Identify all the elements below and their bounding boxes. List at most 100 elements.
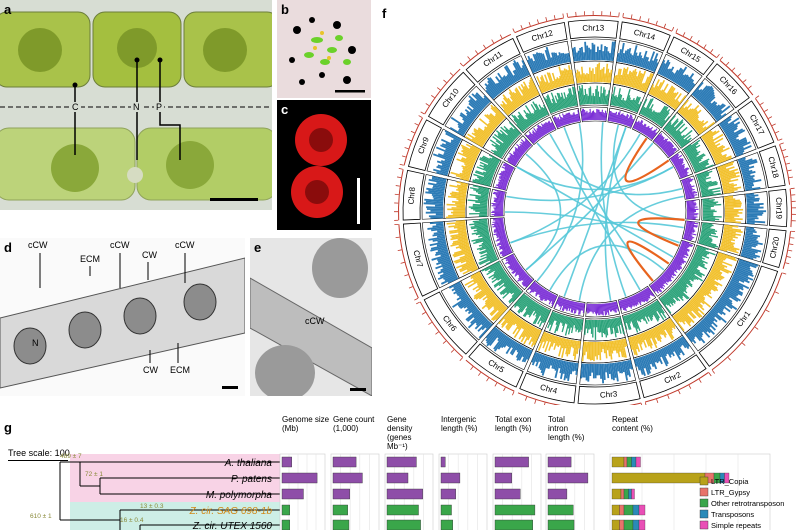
track-frame [509, 292, 552, 330]
track-bar [457, 123, 468, 131]
track-bar [616, 317, 622, 334]
track-bar [605, 94, 609, 105]
track-bar [679, 171, 689, 177]
track-bar [612, 96, 616, 106]
track-bar [576, 52, 579, 62]
scale-tick [525, 396, 528, 401]
track-bar [636, 73, 644, 90]
track-bar [724, 226, 733, 229]
track-bar [537, 332, 547, 351]
chromosome-box-chr14 [619, 21, 671, 52]
track-bar [493, 231, 506, 236]
track-bar [545, 46, 553, 67]
scale-tick [688, 384, 692, 389]
track-bar [643, 57, 650, 69]
track-frame [525, 280, 558, 309]
track-bar [518, 346, 527, 361]
legend-swatch [699, 498, 709, 508]
track-bar [566, 94, 571, 108]
track-bar [724, 217, 743, 221]
track-bar [675, 255, 684, 261]
track-bar [559, 119, 563, 127]
track-bar [607, 72, 611, 83]
track-bar [511, 100, 518, 109]
chromosome-box-chr2 [639, 354, 707, 399]
track-bar [496, 233, 506, 237]
track-bar [474, 178, 491, 185]
track-bar [619, 300, 623, 309]
track-bar [489, 139, 507, 152]
stat-bar [440, 519, 453, 530]
track-bar [492, 224, 505, 228]
track-bar [648, 110, 655, 120]
track-bar [451, 284, 463, 292]
column-frame [438, 453, 488, 530]
track-bar [551, 295, 557, 305]
track-bar [469, 110, 478, 118]
track-bar [640, 82, 645, 91]
track-bar [458, 199, 466, 202]
track-bar [497, 133, 512, 145]
track-bar [566, 339, 572, 357]
chromosome-box-chr5 [468, 343, 524, 388]
track-bar [720, 122, 729, 129]
track-bar [719, 246, 739, 254]
track-bar [565, 300, 570, 310]
track-bar [459, 253, 473, 259]
track-frame [638, 94, 676, 129]
track-bar [685, 190, 696, 195]
track-bar [485, 171, 494, 176]
track-bar [522, 277, 531, 286]
track-bar [451, 234, 468, 239]
track-bar [702, 317, 717, 331]
scale-tick [428, 321, 432, 325]
track-bar [537, 127, 544, 137]
track-bar [544, 334, 552, 353]
track-bar [577, 302, 581, 311]
track-bar [559, 337, 563, 346]
track-bar [544, 74, 552, 91]
track-bar [679, 246, 690, 252]
chromosome-box-chr19 [768, 188, 788, 228]
track-frame [489, 217, 514, 259]
track-bar [701, 229, 715, 234]
track-bar [531, 351, 537, 363]
track-bar [686, 221, 699, 225]
scale-tick [512, 391, 515, 396]
scale-tick [671, 26, 675, 31]
track-bar [603, 73, 606, 83]
track-bar [551, 358, 556, 369]
track-bar [708, 143, 716, 150]
track-bar [504, 168, 513, 174]
track-bar [490, 107, 504, 121]
chromosome-label-chr13: Chr13 [582, 24, 604, 33]
track-bar [532, 133, 538, 141]
track-bar [518, 272, 527, 280]
track-bar [685, 304, 693, 312]
track-bar [505, 314, 517, 329]
scale-tick [741, 342, 746, 346]
track-bar [522, 322, 528, 330]
track-bar [474, 223, 488, 227]
track-bar [493, 275, 509, 287]
track-bar [505, 340, 516, 355]
track-bar [638, 357, 646, 377]
track-bar [552, 80, 557, 89]
track-bar [618, 300, 622, 310]
track-bar [582, 108, 586, 121]
track-bar [657, 137, 665, 146]
track-bar [719, 297, 738, 311]
chromosome-box-chr4 [519, 372, 577, 404]
synteny-link [600, 122, 627, 297]
track-bar [426, 206, 444, 209]
track-bar [601, 303, 604, 316]
track-bar [667, 291, 675, 299]
track-bar [455, 220, 466, 223]
track-bar [566, 316, 570, 325]
track-bar [630, 336, 638, 356]
track-bar [502, 142, 510, 148]
track-bar [503, 279, 512, 287]
annotation-p: P [154, 102, 165, 112]
track-bar [501, 166, 513, 173]
track-bar [509, 262, 519, 270]
